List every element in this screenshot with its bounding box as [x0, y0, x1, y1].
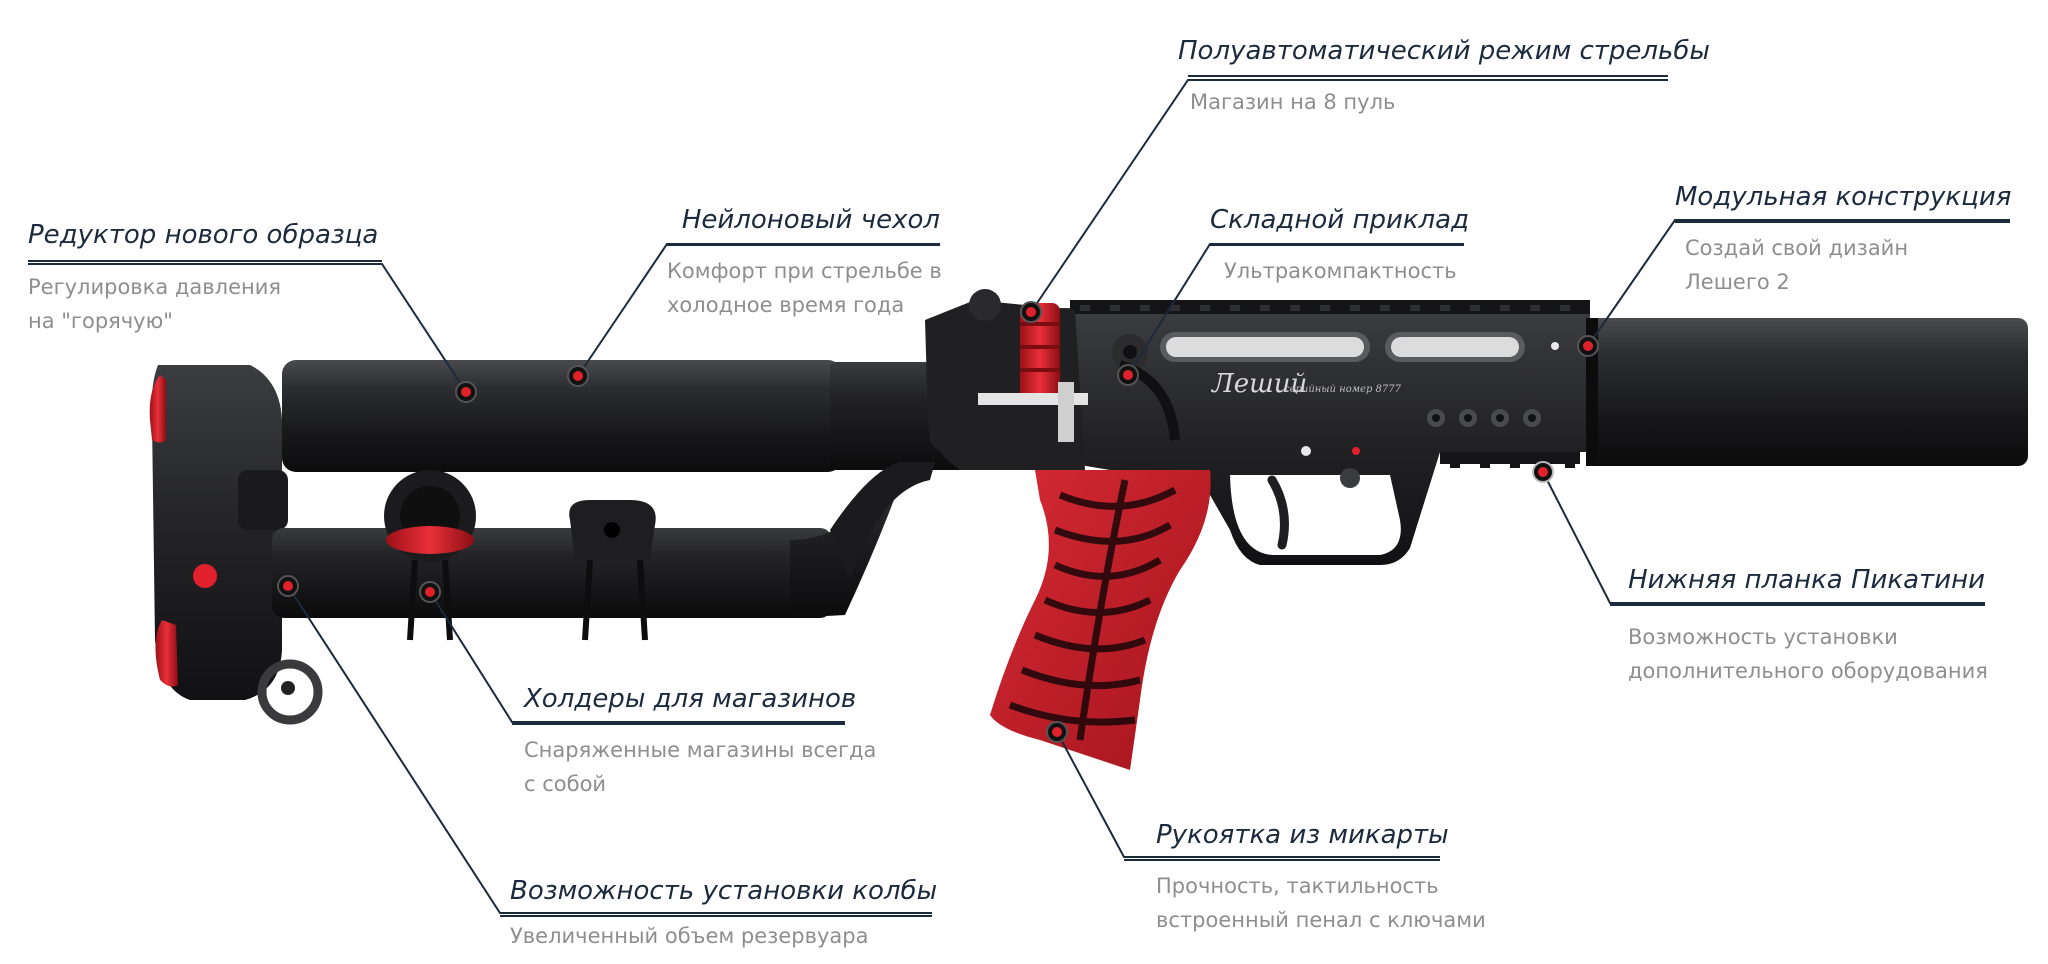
magazine-holders — [384, 470, 656, 641]
annotation-holders-title: Холдеры для магазинов — [524, 684, 857, 714]
annotation-reducer-rule — [28, 260, 382, 263]
leader-folding — [1127, 243, 1464, 376]
sling-swivel — [257, 659, 323, 725]
annotation-picatinny-desc: Возможность установки дополнительного об… — [1610, 620, 1988, 688]
marker-modular — [1577, 335, 1599, 357]
stock-buttplate — [149, 365, 288, 700]
marker-grip — [1046, 721, 1068, 743]
annotation-reducer-desc-line-1: Регулировка давления — [28, 275, 282, 300]
marker-holders — [419, 581, 441, 603]
annotation-holders-rule — [512, 723, 845, 726]
leader-holders — [429, 591, 845, 723]
marker-reducer — [455, 381, 477, 403]
annotation-holders-desc-line-2: с собой — [524, 772, 607, 797]
annotation-folding-desc: Ультракомпактность — [1210, 254, 1464, 288]
leader-picatinny — [1542, 471, 1985, 604]
annotation-nylon-desc: Комфорт при стрельбе в холодное время го… — [667, 254, 942, 322]
marker-semiauto — [1020, 301, 1042, 323]
barrel-shroud — [1551, 318, 2028, 466]
annotation-nylon-title: Нейлоновый чехол — [681, 205, 940, 235]
annotation-grip-rule — [1124, 859, 1440, 862]
annotation-picatinny-desc-line-1: Возможность установки — [1628, 625, 1898, 650]
annotation-grip: Рукоятка из микарты Прочность, тактильно… — [1124, 820, 1486, 937]
annotation-flask-desc: Увеличенный объем резервуара — [500, 919, 932, 953]
annotation-modular: Модульная конструкция Создай свой дизайн… — [1675, 182, 2012, 299]
leader-modular — [1587, 219, 2010, 347]
folding-hinge — [925, 289, 1180, 470]
annotation-modular-rule — [1675, 221, 2010, 224]
receiver: Леший серийный номер 8777 — [930, 300, 1590, 565]
leader-nylon — [577, 243, 940, 377]
leader-grip — [1056, 731, 1440, 858]
annotation-picatinny: Нижняя планка Пикатини Возможность устан… — [1610, 565, 1988, 688]
annotation-flask-rule — [500, 915, 932, 918]
annotation-picatinny-title: Нижняя планка Пикатини — [1628, 565, 1985, 595]
annotation-semiauto-rule — [1188, 75, 1668, 78]
annotation-modular-desc: Создай свой дизайн Лешего 2 — [1675, 231, 2010, 299]
annotation-grip-title: Рукоятка из микарты — [1156, 820, 1449, 850]
annotation-nylon: Нейлоновый чехол Комфорт при стрельбе в … — [667, 205, 942, 322]
annotation-folding: Складной приклад Ультракомпактность — [1210, 205, 1470, 288]
annotation-grip-desc-line-1: Прочность, тактильность — [1156, 874, 1439, 899]
annotation-flask-title: Возможность установки колбы — [510, 876, 938, 906]
annotation-modular-desc-line-1: Создай свой дизайн — [1685, 236, 1909, 261]
annotation-semiauto: Полуавтоматический режим стрельбы Магази… — [1178, 36, 1710, 119]
annotation-folding-desc-line-1: Ультракомпактность — [1224, 259, 1457, 284]
annotation-folding-rule — [1210, 244, 1464, 247]
engraving-name: Леший — [1210, 369, 1307, 399]
annotation-picatinny-desc-line-2: дополнительного оборудования — [1628, 659, 1988, 684]
annotation-nylon-desc-line-1: Комфорт при стрельбе в — [667, 259, 942, 284]
annotation-nylon-desc-line-2: холодное время года — [667, 293, 905, 318]
annotation-semiauto-title: Полуавтоматический режим стрельбы — [1178, 36, 1710, 66]
annotation-grip-desc: Прочность, тактильность встроенный пенал… — [1124, 869, 1486, 937]
annotation-modular-desc-line-2: Лешего 2 — [1685, 270, 1790, 295]
annotation-reducer-desc: Регулировка давления на "горячую" — [28, 270, 382, 338]
engraving-serial: серийный номер 8777 — [1284, 384, 1402, 395]
annotation-nylon-rule — [667, 244, 940, 247]
micarta-grip — [990, 470, 1211, 770]
annotation-grip-desc-line-2: встроенный пенал с ключами — [1156, 908, 1486, 933]
annotation-reducer: Редуктор нового образца Регулировка давл… — [28, 220, 382, 338]
leader-semiauto — [1030, 79, 1668, 313]
marker-nylon — [567, 365, 589, 387]
lower-picatinny-rail — [1440, 452, 1580, 468]
leader-flask — [287, 585, 932, 914]
marker-folding — [1117, 364, 1139, 386]
annotation-holders-desc-line-1: Снаряженные магазины всегда — [524, 738, 877, 763]
annotation-reducer-title: Редуктор нового образца — [28, 220, 379, 250]
marker-buttplate — [193, 564, 217, 588]
annotation-semiauto-desc-line-1: Магазин на 8 пуль — [1190, 90, 1396, 115]
annotation-reducer-desc-line-2: на "горячую" — [28, 309, 173, 334]
annotation-folding-title: Складной приклад — [1210, 205, 1470, 235]
annotation-flask: Возможность установки колбы Увеличенный … — [500, 876, 938, 953]
marker-flask — [277, 575, 299, 597]
leader-lines — [28, 79, 2010, 914]
leader-reducer — [28, 263, 467, 393]
annotation-picatinny-rule — [1610, 604, 1985, 607]
annotation-flask-desc-line-1: Увеличенный объем резервуара — [510, 924, 869, 949]
annotation-modular-title: Модульная конструкция — [1675, 182, 2012, 212]
marker-picatinny — [1532, 461, 1554, 483]
annotation-semiauto-desc: Магазин на 8 пуль — [1178, 85, 1668, 119]
upper-tube — [282, 360, 970, 472]
annotation-holders: Холдеры для магазинов Снаряженные магази… — [512, 684, 877, 801]
markers — [193, 301, 1599, 743]
annotation-holders-desc: Снаряженные магазины всегда с собой — [512, 733, 877, 801]
